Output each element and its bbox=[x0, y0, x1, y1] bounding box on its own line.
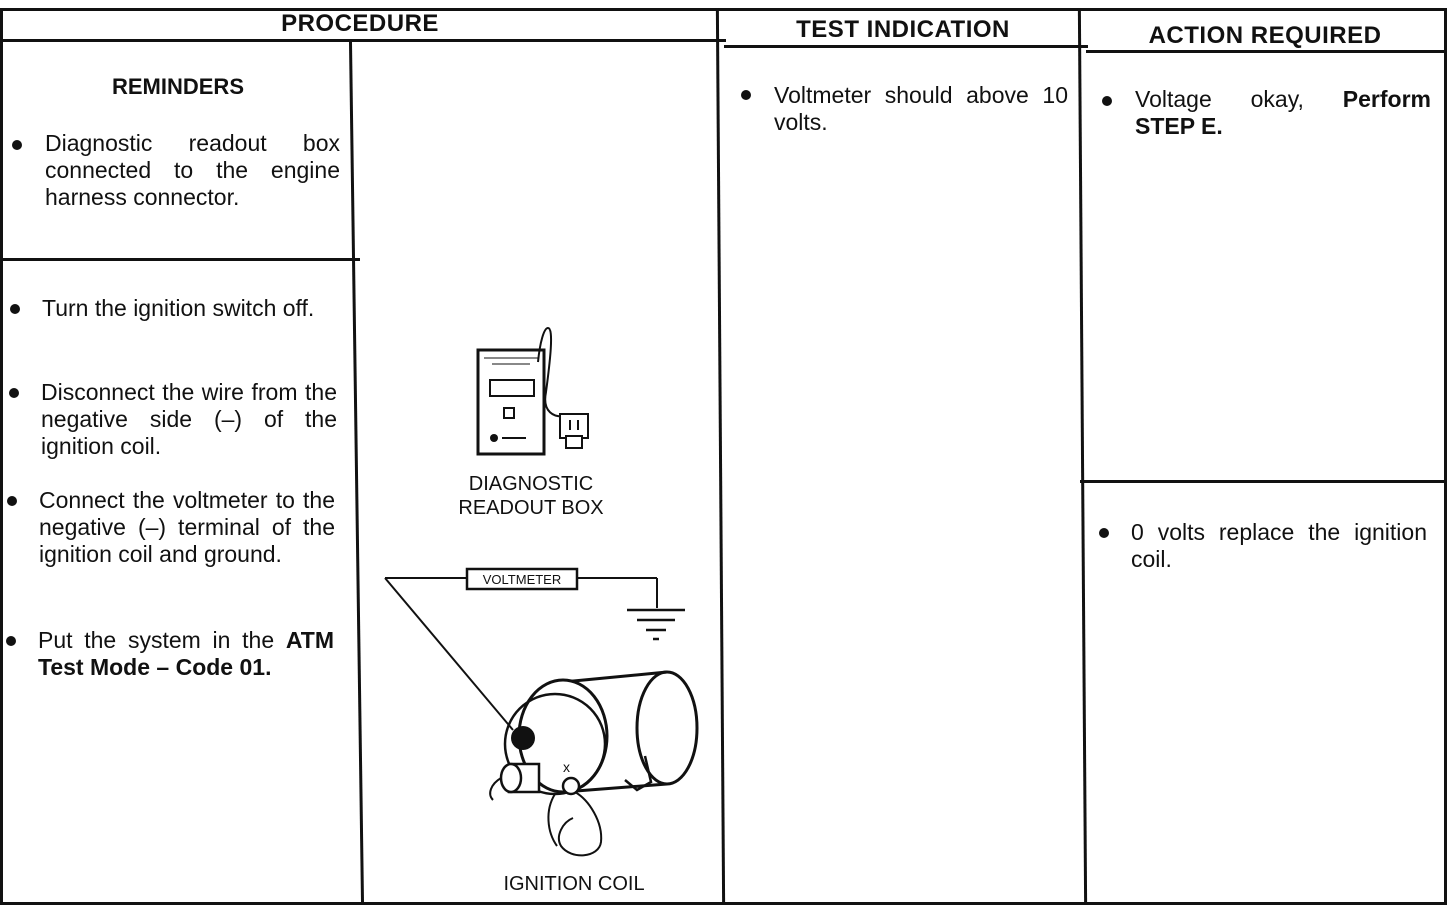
diagnostic-readout-box-illustration bbox=[476, 326, 589, 456]
header-divider-action bbox=[1086, 50, 1446, 53]
ignition-coil-illustration: VOLTMETER x bbox=[384, 567, 699, 857]
device-caption-line1: DIAGNOSTIC bbox=[468, 473, 594, 495]
header-test-indication: TEST INDICATION bbox=[796, 16, 1010, 43]
test-indication-text: Voltmeter should above 10 volts. bbox=[774, 82, 1068, 135]
action-bullet bbox=[1099, 528, 1109, 538]
reminder-bullet bbox=[12, 140, 22, 150]
action-bullet bbox=[1102, 96, 1112, 106]
perform-step-bold: Perform STEP E. bbox=[1135, 86, 1431, 139]
reminders-title: REMINDERS bbox=[111, 74, 244, 99]
table-top-border bbox=[0, 8, 1446, 11]
reminder-text: Diagnostic readout box connected to the … bbox=[45, 130, 340, 210]
action-text: 0 volts replace the ignition coil. bbox=[1131, 519, 1427, 572]
step-text: Disconnect the wire from the negative si… bbox=[41, 379, 337, 459]
header-divider-test bbox=[724, 45, 1088, 48]
header-action-required: ACTION REQUIRED bbox=[1148, 22, 1382, 49]
step-text: Turn the ignition switch off. bbox=[42, 295, 315, 321]
step-bullet bbox=[10, 304, 20, 314]
action-text: Voltage okay, Perform STEP E. bbox=[1135, 86, 1431, 140]
atm-test-mode-bold: ATM Test Mode – Code 01. bbox=[38, 627, 334, 680]
procedure-test-divider bbox=[715, 8, 726, 905]
step-text-regular: Put the system in the bbox=[38, 627, 286, 653]
step-bullet bbox=[6, 636, 16, 646]
action-divider bbox=[1080, 480, 1446, 483]
header-procedure: PROCEDURE bbox=[281, 10, 439, 37]
svg-text:x: x bbox=[563, 759, 570, 775]
procedure-inner-divider bbox=[348, 40, 365, 905]
device-caption-line2: READOUT BOX bbox=[458, 497, 604, 519]
table-left-border bbox=[0, 8, 3, 905]
step-text: Connect the voltmeter to the negative (–… bbox=[39, 487, 335, 567]
coil-caption: IGNITION COIL bbox=[503, 873, 645, 895]
test-bullet bbox=[741, 90, 751, 100]
header-divider-procedure bbox=[0, 39, 726, 42]
step-bullet bbox=[9, 388, 19, 398]
action-text-regular: Voltage okay, bbox=[1135, 86, 1343, 112]
reminders-divider bbox=[0, 258, 360, 261]
step-text: Put the system in the ATM Test Mode – Co… bbox=[38, 627, 334, 681]
table-right-border bbox=[1444, 8, 1447, 905]
test-action-divider bbox=[1077, 8, 1088, 905]
voltmeter-label: VOLTMETER bbox=[483, 572, 562, 587]
step-bullet bbox=[7, 496, 17, 506]
